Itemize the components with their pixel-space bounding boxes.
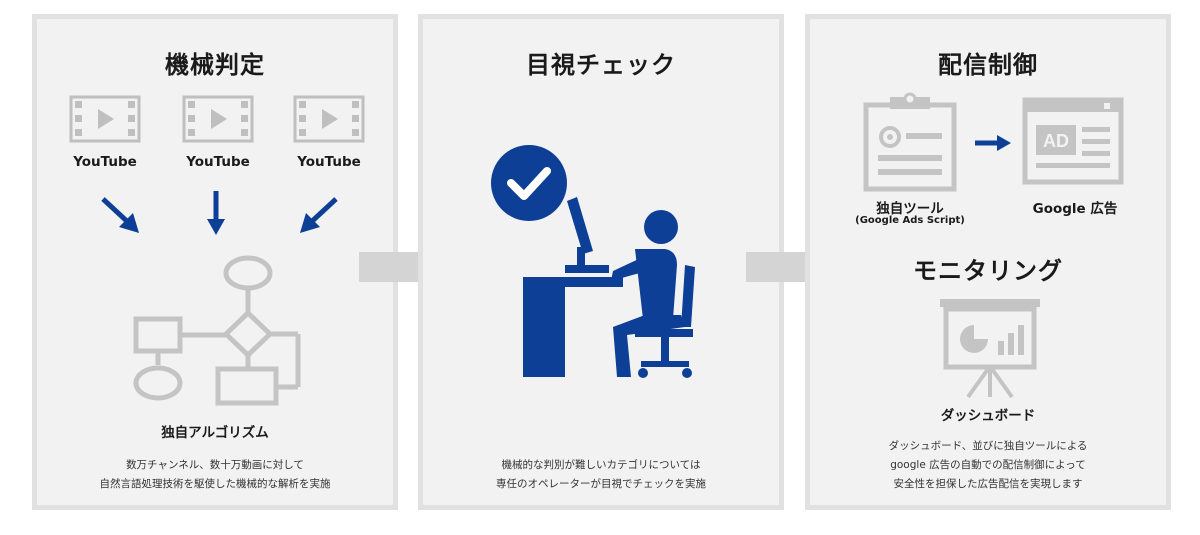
video-icon [69,95,141,143]
operator-at-desk-icon [491,145,695,378]
ad-icon-text: AD [1043,131,1069,151]
panel-visual-check: 目視チェック 機械的な判別が難しいカテゴリについては 専任のオペレーターが目視で… [418,14,784,510]
video-icon [182,95,254,143]
panel-caption: 機械的な判別が難しいカテゴリについては 専任のオペレーターが目視でチェックを実施 [433,456,769,494]
caption-line: 数万チャンネル、数十万動画に対して [126,459,304,471]
google-ads-label: Google 広告 [1032,201,1118,217]
caption-line: 自然言語処理技術を駆使した機械的な解析を実施 [99,478,331,490]
video-label-youtube: YouTube [186,154,250,170]
caption-line: 安全性を担保した広告配信を実現します [893,478,1083,490]
caption-line: google 広告の自動での配信制御によって [890,459,1086,471]
dashboard-icon [940,299,1040,399]
video-icon [293,95,365,143]
panel-machine-judgment: 機械判定 YouTube YouTube YouTube [32,14,398,510]
arrow-right-icon [975,135,1011,151]
script-tool-icon [863,92,957,192]
panel-title: 目視チェック [526,51,676,79]
panel-delivery-control: 配信制御 AD 独自ツール (Google Ads Script) Google… [805,14,1171,510]
panel-caption: 数万チャンネル、数十万動画に対して 自然言語処理技術を駆使した機械的な解析を実施 [47,456,383,494]
tool-sub-label: (Google Ads Script) [855,215,965,226]
video-label-youtube: YouTube [297,154,361,170]
arrow-down-icon [207,191,225,235]
ad-window-icon: AD [1022,97,1124,185]
arrow-down-left-icon [300,197,338,233]
panel-title: 配信制御 [938,51,1038,79]
panel-caption: ダッシュボード、並びに独自ツールによる google 広告の自動での配信制御によ… [820,437,1156,494]
caption-line: ダッシュボード、並びに独自ツールによる [888,440,1088,452]
panel-title: 機械判定 [165,51,265,79]
video-label-youtube: YouTube [73,154,137,170]
tool-label: 独自ツール [876,201,944,217]
algorithm-label: 独自アルゴリズム [161,425,269,441]
dashboard-label: ダッシュボード [940,408,1036,424]
arrow-down-right-icon [101,197,139,233]
caption-line: 専任のオペレーターが目視でチェックを実施 [496,478,706,490]
flowchart-icon [133,255,301,406]
monitoring-title: モニタリング [913,257,1063,285]
caption-line: 機械的な判別が難しいカテゴリについては [501,459,701,471]
